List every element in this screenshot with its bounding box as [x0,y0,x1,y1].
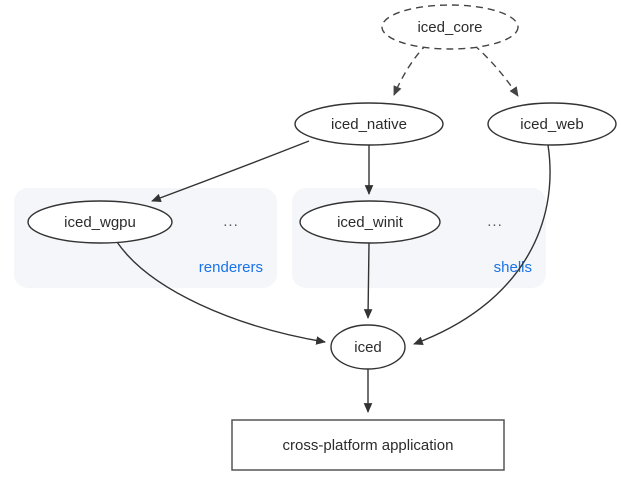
node-iced-wgpu[interactable]: iced_wgpu [27,200,173,244]
node-iced-winit-shape[interactable] [299,200,441,244]
edge-iced-core-to-iced-native [393,43,428,96]
edge-iced-wgpu-to-iced [116,241,326,345]
edge-iced-core-to-iced-web [473,44,519,97]
node-iced-web[interactable]: iced_web [487,102,617,146]
node-iced[interactable]: iced [330,324,406,370]
node-cross-platform-application-shape[interactable] [231,419,505,471]
node-iced-native-shape[interactable] [294,102,444,146]
node-iced-core[interactable]: iced_core [381,4,519,50]
node-iced-wgpu-shape[interactable] [27,200,173,244]
node-iced-native[interactable]: iced_native [294,102,444,146]
edge-iced-native-to-iced-wgpu [151,140,310,202]
node-iced-winit[interactable]: iced_winit [299,200,441,244]
edge-iced-winit-to-iced [363,242,373,319]
node-iced-shape[interactable] [330,324,406,370]
node-iced-web-shape[interactable] [487,102,617,146]
node-iced-core-shape[interactable] [381,4,519,50]
node-cross-platform-application[interactable]: cross-platform application [231,419,505,471]
edge-iced-web-to-iced [413,144,551,345]
